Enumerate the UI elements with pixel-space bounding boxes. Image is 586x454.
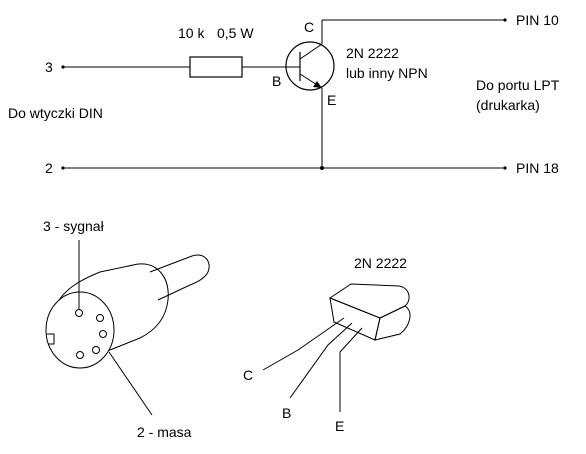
transistor-model-label: 2N 2222 bbox=[346, 45, 399, 61]
input-signal-label: 3 bbox=[45, 59, 53, 75]
transistor-package-drawing: 2N 2222 C B E bbox=[243, 255, 411, 434]
din-cable bbox=[149, 254, 210, 301]
din-pin-c bbox=[76, 351, 84, 359]
din-pin-a bbox=[96, 314, 104, 322]
lpt-label-line2: (drukarka) bbox=[476, 97, 540, 113]
emitter-arrow bbox=[313, 81, 322, 88]
din-plug-drawing: 3 - sygnał 2 - masa bbox=[43, 218, 210, 440]
package-title: 2N 2222 bbox=[354, 255, 407, 271]
junction-dot bbox=[320, 166, 324, 170]
din-pin-2 bbox=[92, 346, 100, 354]
transistor-symbol bbox=[285, 41, 335, 91]
din-label: Do wtyczki DIN bbox=[8, 105, 103, 121]
resistor-value-label: 10 k bbox=[178, 25, 205, 41]
ground-callout bbox=[108, 351, 153, 416]
pin-c-label: C bbox=[304, 19, 314, 35]
schematic: 10 k 0,5 W 2N 2222 lub inny NPN C B E 3 … bbox=[8, 12, 560, 176]
input-ground-label: 2 bbox=[45, 160, 53, 176]
pin10-label: PIN 10 bbox=[516, 12, 559, 28]
pin-b-label: B bbox=[272, 73, 281, 89]
lead-b-label: B bbox=[282, 405, 291, 421]
lead-e bbox=[339, 327, 363, 412]
terminal-pin18 bbox=[503, 166, 507, 170]
package-front bbox=[329, 297, 381, 341]
lpt-label-line1: Do portu LPT bbox=[476, 77, 560, 93]
terminal-2 bbox=[61, 166, 65, 170]
din-notch bbox=[47, 333, 55, 345]
package-side bbox=[374, 305, 411, 341]
terminal-pin10 bbox=[503, 18, 507, 22]
lead-b bbox=[289, 322, 353, 399]
terminal-3 bbox=[61, 65, 65, 69]
transistor-alt-label: lub inny NPN bbox=[346, 65, 428, 81]
resistor bbox=[189, 56, 243, 78]
lead-c bbox=[262, 317, 345, 371]
transistor-collector bbox=[299, 43, 323, 60]
din-pin-3 bbox=[75, 309, 83, 317]
lead-c-label: C bbox=[243, 367, 253, 383]
lead-e-label: E bbox=[335, 418, 344, 434]
din-pin-b bbox=[99, 330, 107, 338]
din-signal-label: 3 - sygnał bbox=[43, 218, 105, 234]
resistor-power-label: 0,5 W bbox=[217, 25, 254, 41]
pin-e-label: E bbox=[327, 92, 336, 108]
din-ground-label: 2 - masa bbox=[137, 424, 192, 440]
pin18-label: PIN 18 bbox=[516, 160, 559, 176]
package-top bbox=[328, 283, 410, 319]
